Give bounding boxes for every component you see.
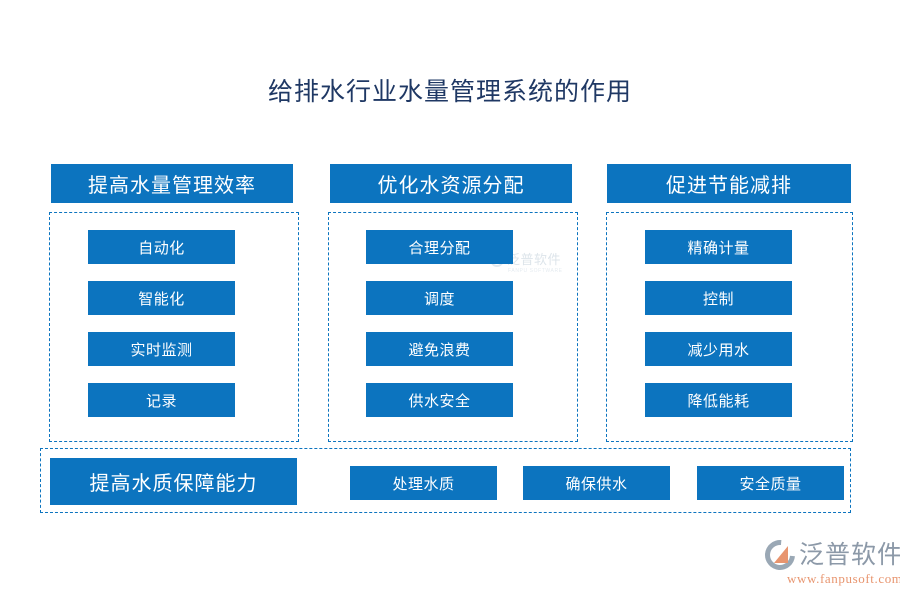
column-1-item-4[interactable]: 记录 <box>88 383 235 417</box>
column-1-header[interactable]: 提高水量管理效率 <box>51 164 293 203</box>
column-1-body <box>49 212 299 442</box>
bottom-item-3[interactable]: 安全质量 <box>697 466 844 500</box>
page-title: 给排水行业水量管理系统的作用 <box>267 78 632 106</box>
brand-logo: 泛普软件 www.fanpusoft.com <box>758 533 900 590</box>
column-1-item-2[interactable]: 智能化 <box>88 281 235 315</box>
column-3-item-1[interactable]: 精确计量 <box>645 230 792 264</box>
column-2-item-1[interactable]: 合理分配 <box>366 230 513 264</box>
bottom-main-label[interactable]: 提高水质保障能力 <box>50 458 297 505</box>
column-2-header[interactable]: 优化水资源分配 <box>330 164 572 203</box>
bottom-item-2[interactable]: 确保供水 <box>523 466 670 500</box>
column-3-header[interactable]: 促进节能减排 <box>607 164 851 203</box>
fanpu-logo-mark-icon <box>758 533 802 577</box>
column-3-item-3[interactable]: 减少用水 <box>645 332 792 366</box>
column-1-item-1[interactable]: 自动化 <box>88 230 235 264</box>
column-2-body <box>328 212 578 442</box>
column-3-item-4[interactable]: 降低能耗 <box>645 383 792 417</box>
bottom-item-1[interactable]: 处理水质 <box>350 466 497 500</box>
column-2-item-4[interactable]: 供水安全 <box>366 383 513 417</box>
column-3-body <box>606 212 853 442</box>
bottom-band <box>40 448 851 513</box>
column-3-item-2[interactable]: 控制 <box>645 281 792 315</box>
logo-url-text: www.fanpusoft.com <box>787 571 900 586</box>
column-2-item-3[interactable]: 避免浪费 <box>366 332 513 366</box>
column-1-item-3[interactable]: 实时监测 <box>88 332 235 366</box>
column-2-item-2[interactable]: 调度 <box>366 281 513 315</box>
logo-row: 泛普软件 <box>758 533 900 577</box>
logo-brand-text: 泛普软件 <box>799 541 900 569</box>
